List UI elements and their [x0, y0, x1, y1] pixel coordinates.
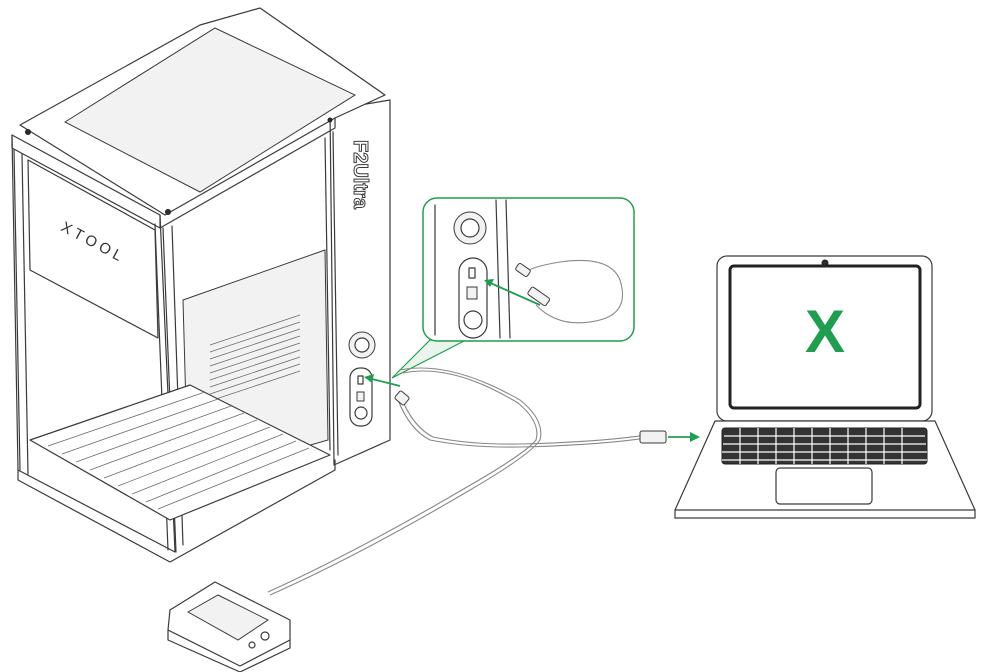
controller-cable	[269, 367, 542, 596]
machine-lid-window	[63, 27, 357, 193]
controller-button	[260, 631, 270, 641]
laptop-screen-logo: X	[805, 298, 845, 365]
controller-illustration	[167, 581, 291, 672]
zoom-usb-port	[466, 286, 478, 300]
cables	[267, 367, 700, 596]
machine-model-label: F2Ultra	[349, 140, 371, 210]
machine-illustration: XTOOL	[11, 7, 391, 563]
controller-button	[248, 641, 256, 649]
usb-connector-icon	[515, 262, 551, 307]
interior-vents	[209, 314, 301, 402]
usb-cable-laptop	[397, 399, 647, 448]
port-zoom-callout	[391, 197, 635, 379]
screw-icon	[327, 117, 333, 123]
connection-arrow-icon	[487, 281, 541, 306]
laptop-keyboard	[721, 427, 928, 465]
machine-side-panel	[329, 99, 391, 466]
webcam-icon	[821, 259, 829, 267]
machine-lid-edge	[11, 134, 161, 229]
machine-front-upper-panel	[27, 159, 159, 339]
connection-arrow-icon	[367, 377, 401, 387]
usb-connector-icon	[639, 430, 667, 444]
screw-icon	[165, 209, 171, 215]
bed-slats	[47, 391, 310, 510]
laptop-illustration: X	[674, 255, 976, 519]
screw-icon	[25, 129, 31, 135]
machine-base	[17, 459, 336, 563]
machine-bed	[29, 384, 331, 521]
controller-screen	[186, 594, 269, 641]
laptop-trackpad	[775, 467, 873, 505]
